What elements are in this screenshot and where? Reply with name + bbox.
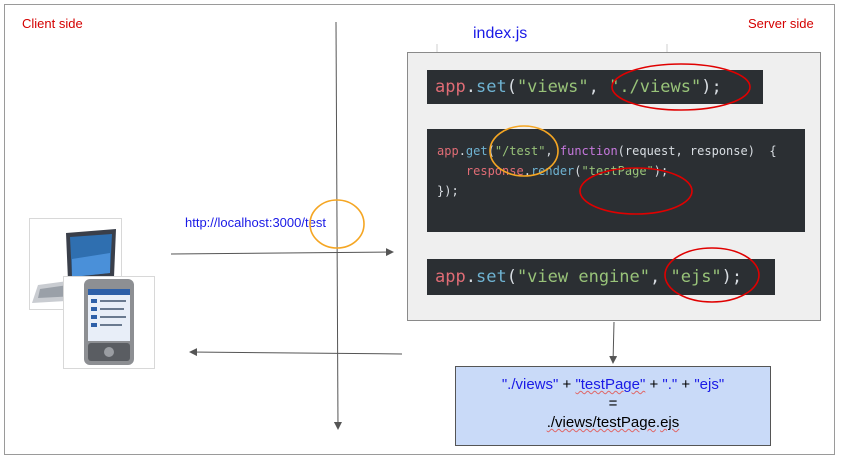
engine-highlight	[664, 247, 760, 303]
resolve-arrow	[609, 321, 618, 364]
request-url: http://localhost:3000/test	[185, 215, 326, 230]
resolved-view-path-box: "./views" + "testPage" + "." + "ejs" = .…	[455, 366, 771, 446]
url-path-highlight	[309, 199, 365, 249]
resolved-path: ./views/testPage.ejs	[546, 414, 680, 431]
code-block-views: app.set("views", "./views");	[427, 70, 763, 104]
path-concatenation: "./views" + "testPage" + "." + "ejs"	[501, 376, 725, 393]
views-dir-highlight	[611, 63, 751, 111]
pda-device-icon	[63, 276, 155, 369]
view-name-highlight	[579, 167, 693, 215]
client-side-label: Client side	[22, 16, 83, 31]
request-arrow	[170, 248, 394, 257]
server-side-label: Server side	[748, 16, 814, 31]
response-arrow	[189, 348, 403, 357]
equals-sign: =	[608, 395, 618, 412]
file-name-label: index.js	[473, 25, 528, 42]
diagram-frame	[4, 4, 835, 455]
code-block-view-engine: app.set("view engine", "ejs");	[427, 259, 775, 295]
route-highlight	[489, 125, 559, 177]
divider-line	[333, 21, 342, 430]
